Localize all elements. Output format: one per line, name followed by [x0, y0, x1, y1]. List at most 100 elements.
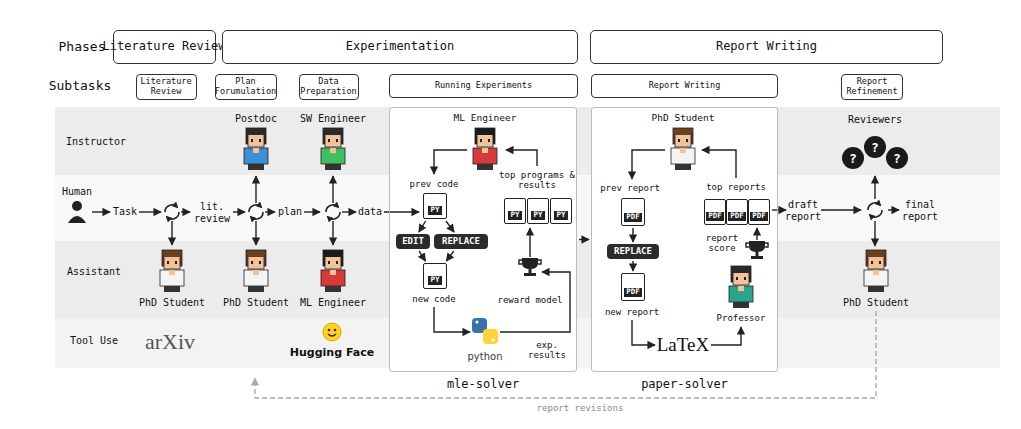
role-arrow: [332, 221, 333, 245]
solver-panel: mle-solverPYEDITREPLACEPYPYPYPY: [389, 107, 577, 372]
loop-line: [434, 307, 470, 332]
box-label: PDF: [728, 212, 746, 221]
role-name: PhD Student: [652, 113, 715, 124]
box-label: Literature Review: [100, 40, 229, 54]
body: [244, 270, 268, 286]
person-figure: [160, 250, 184, 292]
flow-label: final report: [902, 199, 938, 222]
trophy-icon: [519, 258, 541, 276]
eye: [871, 261, 873, 264]
human-body: [68, 216, 86, 223]
role-name: PhD Student: [139, 297, 205, 309]
row-header: Subtasks: [49, 79, 112, 94]
legs: [675, 164, 691, 170]
fringe: [325, 253, 341, 257]
panel-title: paper-solver: [641, 378, 728, 392]
collar: [873, 270, 879, 275]
box-label: Plan Forumulation: [212, 77, 279, 97]
fringe: [325, 131, 341, 135]
role-name: PhD Student: [843, 297, 909, 309]
reviewer-mark: ?: [871, 141, 879, 156]
box-label: Experimentation: [343, 40, 457, 54]
file-icon: PY: [504, 198, 526, 224]
flow-arrow: [342, 211, 356, 212]
panel-title: mle-solver: [447, 378, 519, 392]
role-name: Professor: [717, 313, 766, 323]
loop-line: [529, 228, 530, 257]
face: [868, 255, 884, 269]
cycle-arc: [326, 205, 338, 212]
file-icon: PDF: [621, 198, 645, 226]
eye: [167, 261, 169, 264]
loop-line: [702, 150, 736, 178]
connector: [632, 261, 633, 271]
legs: [164, 286, 180, 292]
cycle-arc: [249, 205, 261, 212]
base: [524, 273, 536, 276]
eye: [336, 139, 338, 142]
flow-arrow: [304, 211, 320, 212]
file-icon: PDF: [748, 199, 770, 225]
python-logo: [476, 321, 479, 324]
subtask-box: Plan Forumulation: [215, 74, 277, 100]
role-arrow: [332, 176, 333, 203]
box-label: PDF: [706, 212, 724, 221]
body: [321, 270, 345, 286]
box-label: Data Preparation: [297, 77, 359, 97]
body: [671, 148, 695, 164]
collar: [330, 148, 336, 153]
loop-line: [506, 150, 537, 166]
connector: [632, 228, 633, 242]
flow-arrow: [888, 209, 899, 210]
eye: [480, 139, 482, 142]
face: [325, 255, 341, 269]
body: [244, 148, 268, 164]
file-icon: PY: [550, 198, 572, 224]
eye: [259, 261, 261, 264]
huggingface-eye: [328, 329, 331, 332]
legs: [477, 164, 493, 170]
step-label: prev report: [600, 183, 660, 193]
body: [160, 270, 184, 286]
cycle-icon: [165, 205, 179, 219]
subtask-box: Literature Review: [136, 74, 197, 100]
connector: [419, 221, 426, 232]
eye: [744, 277, 746, 280]
cycle-icon: [868, 203, 882, 217]
person-figure: [864, 250, 888, 292]
stem: [756, 252, 759, 256]
fringe: [868, 253, 884, 257]
box-label: PY: [554, 211, 567, 220]
loop-line: [632, 320, 655, 345]
step-label: new report: [605, 307, 659, 317]
loop-label: report revisions: [537, 403, 624, 413]
eye: [259, 139, 261, 142]
box-label: Running Experiments: [432, 81, 535, 91]
phase-box: Experimentation: [222, 30, 578, 64]
flow-label: lit. review: [194, 201, 230, 224]
person-figure: [244, 250, 268, 292]
eye: [175, 261, 177, 264]
fringe: [248, 253, 264, 257]
flow-arrow: [821, 209, 861, 210]
trophy-icon: [746, 241, 768, 259]
cycle-arc: [868, 203, 880, 210]
file-icon: PDF: [621, 273, 645, 301]
action-pill: REPLACE: [434, 234, 488, 249]
box-label: PY: [508, 211, 521, 220]
handles: [519, 260, 541, 264]
box-label: PDF: [750, 212, 768, 221]
step-label: report score: [702, 233, 742, 254]
person-figure: [321, 128, 345, 170]
action-pill: EDIT: [396, 234, 430, 249]
huggingface-smile: [328, 334, 336, 336]
file-icon: PY: [527, 198, 549, 224]
box-label: PY: [428, 276, 441, 285]
person-figure: [473, 128, 497, 170]
collar: [330, 270, 336, 275]
file-icon: PY: [423, 263, 447, 289]
connector: [419, 251, 425, 261]
box-label: PY: [531, 211, 544, 220]
flow-arrow: [139, 211, 161, 212]
body: [729, 286, 753, 302]
